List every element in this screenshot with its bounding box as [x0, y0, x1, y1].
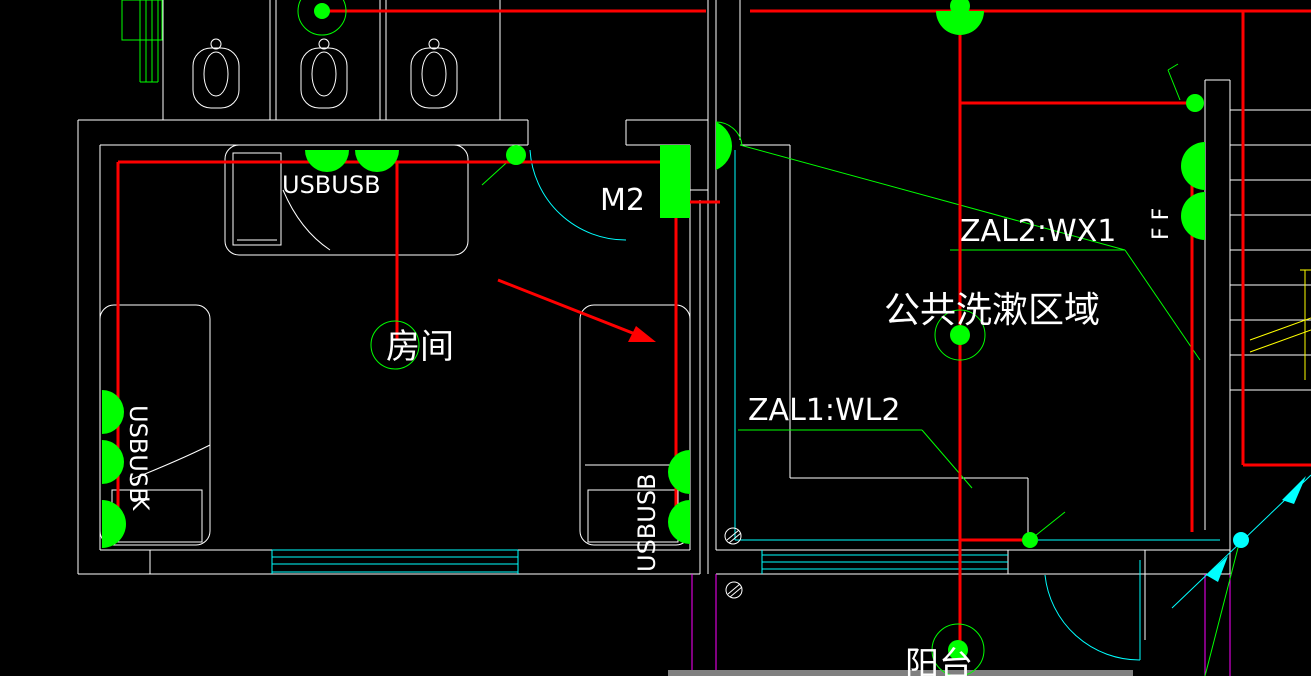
usb-label-left: USBUSB [124, 405, 152, 504]
bed-left [99, 304, 211, 546]
socket-icon [102, 500, 126, 548]
red-arrow-annotation [497, 278, 656, 342]
stair-arrow [1249, 269, 1311, 380]
cyan-direction-marker [1171, 474, 1311, 609]
door-swing-m2 [529, 149, 627, 241]
ceiling-light-center [314, 3, 330, 19]
switch-icon [506, 145, 526, 165]
balcony-lines [691, 574, 1231, 676]
balcony-label: 阳台 [905, 645, 973, 676]
pipe-symbol [121, 0, 163, 83]
junction-icon [1233, 532, 1249, 548]
circuit-zal2-label: ZAL2:WX1 [960, 214, 1116, 249]
door-m2-label: M2 [600, 183, 645, 218]
k-label: K [127, 496, 152, 511]
public-area-label: 公共洗漱区域 [884, 290, 1100, 331]
usb-socket-icon [305, 150, 349, 172]
public-area-cyan-lines [734, 150, 1220, 661]
ff-label: F F [1149, 208, 1174, 240]
public-ceiling-light-icon [934, 309, 986, 361]
annotation-leaders [481, 63, 1241, 676]
usb-label-right: USBUSB [633, 473, 661, 572]
squat-toilet-icon [410, 38, 458, 109]
balcony-light-icon [931, 623, 985, 676]
switch-icon [1186, 94, 1204, 112]
fan-socket-icon [1181, 142, 1205, 190]
wall-lamp-icon [716, 122, 732, 170]
desk-furniture [224, 144, 469, 256]
fixtures [102, 0, 1205, 676]
public-area-walls [715, 0, 1231, 640]
wall-light-icon [936, 11, 984, 35]
squat-toilet-icon [192, 38, 240, 109]
usb-socket-icon [668, 500, 690, 544]
window-room [271, 549, 519, 574]
usb-socket-icon [102, 390, 124, 434]
fan-socket-icon [1181, 192, 1205, 240]
room-label: 房间 [386, 327, 454, 367]
switch-icon [1022, 532, 1038, 548]
usb-socket-icon [668, 450, 690, 494]
distribution-box-icon [660, 145, 690, 218]
usb-label-top: USBUSB [282, 171, 381, 199]
wall-light-dot [950, 0, 970, 16]
usb-socket-icon [102, 440, 124, 484]
ceiling-light-icon [297, 0, 347, 36]
room-ceiling-light-icon [370, 320, 420, 370]
squat-toilet-icon [300, 38, 348, 109]
circuit-zal1-label: ZAL1:WL2 [748, 393, 900, 428]
scrollbar-strip [668, 670, 1133, 676]
drain-pipe-icon [724, 527, 743, 599]
usb-socket-icon [355, 150, 399, 172]
